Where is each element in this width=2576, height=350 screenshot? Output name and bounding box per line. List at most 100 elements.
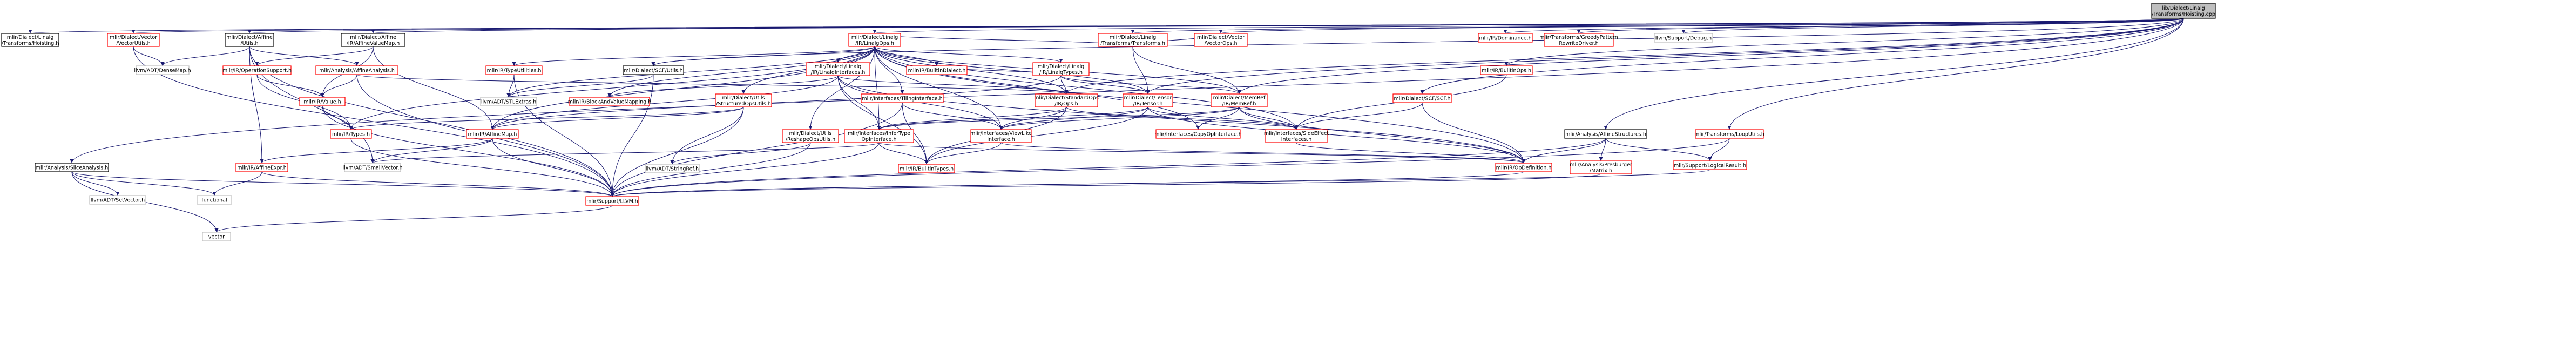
node-n_affine_utils[interactable]: mlir/Dialect/Affine/Utils.h bbox=[225, 33, 274, 47]
node-n_hoisting_h[interactable]: mlir/Dialect/Linalg/Transforms/Hoisting.… bbox=[1, 33, 59, 47]
node-box bbox=[341, 33, 405, 47]
edge-root-to-n_scf_utils bbox=[651, 18, 2184, 66]
node-n_std_ops[interactable]: mlir/Dialect/StandardOps/IR/Ops.h bbox=[1034, 93, 1099, 107]
node-n_loop_utils[interactable]: mlir/Transforms/LoopUtils.h bbox=[1694, 129, 1764, 139]
edge-n_op_definition-to-n_llvm bbox=[611, 171, 1524, 197]
node-n_linalg_types[interactable]: mlir/Dialect/Linalg/IR/LinalgTypes.h bbox=[1032, 62, 1090, 76]
edge-n_tensor-to-n_view_like bbox=[999, 106, 1148, 130]
edge-n_linalg_types-to-n_std_ops bbox=[1060, 75, 1069, 95]
edge-n_affine_structures-to-n_presburger bbox=[1599, 138, 1606, 161]
node-n_greedy[interactable]: mlir/Transforms/GreedyPatternRewriteDriv… bbox=[1539, 33, 1618, 47]
node-label-line: mlir/Dialect/Utils bbox=[789, 131, 832, 137]
node-label-line: vector bbox=[208, 234, 225, 240]
node-n_llvm[interactable]: mlir/Support/LLVM.h bbox=[585, 196, 639, 206]
node-n_tiling_interface[interactable]: mlir/Interfaces/TilingInterface.h bbox=[861, 93, 944, 103]
edge-n_linalg_ops-to-n_reshape_ops_utils bbox=[808, 46, 875, 130]
edge-n_affine_utils-to-n_llvm bbox=[249, 46, 614, 197]
edge-n_linalg_types-to-n_tensor bbox=[1060, 75, 1150, 95]
node-n_vector_utils[interactable]: mlir/Dialect/Vector/VectorUtils.h bbox=[107, 33, 160, 47]
edge-n_memref-to-n_op_definition bbox=[1239, 106, 1526, 164]
node-n_affine_value_map[interactable]: mlir/Dialect/Affine/IR/AffineValueMap.h bbox=[341, 33, 405, 47]
edge-n_vector_utils-to-n_llvm bbox=[133, 46, 614, 197]
node-n_types_utilities[interactable]: mlir/IR/TypeUtilities.h bbox=[485, 65, 543, 75]
node-n_op_definition[interactable]: mlir/IR/OpDefinition.h bbox=[1495, 163, 1552, 172]
edge-n_affine_expr-to-n_functional bbox=[212, 171, 262, 196]
node-label-line: mlir/IR/BuiltinDialect.h bbox=[908, 68, 966, 74]
node-n_debug[interactable]: llvm/Support/Debug.h bbox=[1654, 33, 1713, 43]
node-box bbox=[1673, 160, 1747, 170]
node-label-line: /IR/LinalgInterfaces.h bbox=[811, 70, 866, 76]
edge-root-to-n_std_ops bbox=[1064, 18, 2184, 95]
node-box bbox=[330, 129, 372, 139]
node-n_slice_analysis[interactable]: mlir/Analysis/SliceAnalysis.h bbox=[35, 163, 109, 172]
node-n_op_support[interactable]: mlir/IR/OperationSupport.h bbox=[222, 65, 292, 75]
node-box bbox=[1032, 62, 1090, 76]
node-n_copy_op[interactable]: mlir/Interfaces/CopyOpInterface.h bbox=[1154, 129, 1242, 139]
node-n_builtin_types[interactable]: mlir/IR/BuiltinTypes.h bbox=[898, 164, 955, 173]
node-n_value[interactable]: mlir/IR/Value.h bbox=[299, 97, 346, 106]
node-label-line: RewriteDriver.h bbox=[1559, 41, 1598, 46]
node-box bbox=[1392, 93, 1452, 103]
node-n_affine_analysis[interactable]: mlir/Analysis/AffineAnalysis.h bbox=[315, 65, 398, 75]
node-n_structured_ops_utils[interactable]: mlir/Dialect/Utils/StructuredOpsUtils.h bbox=[715, 93, 772, 107]
node-n_affine_structures[interactable]: mlir/Analysis/AffineStructures.h bbox=[1564, 129, 1647, 139]
node-n_scf[interactable]: mlir/Dialect/SCF/SCF.h bbox=[1392, 93, 1452, 103]
edge-n_linalg_types-to-n_memref bbox=[1060, 75, 1241, 95]
node-n_dominance[interactable]: mlir/IR/Dominance.h bbox=[1478, 33, 1533, 43]
edge-n_vector_utils-to-n_dense_map bbox=[133, 46, 165, 66]
node-n_string_ref[interactable]: llvm/ADT/StringRef.h bbox=[645, 164, 700, 173]
node-n_linalg_interfaces[interactable]: mlir/Dialect/Linalg/IR/LinalgInterfaces.… bbox=[806, 62, 870, 76]
node-n_builtin_ops[interactable]: mlir/IR/BuiltinOps.h bbox=[1480, 65, 1533, 75]
node-label-line: mlir/Support/LLVM.h bbox=[586, 199, 638, 205]
node-label-line: mlir/Dialect/Utils bbox=[722, 95, 765, 101]
node-label-line: llvm/ADT/SetVector.h bbox=[91, 198, 145, 204]
node-n_tensor[interactable]: mlir/Dialect/Tensor/IR/Tensor.h bbox=[1123, 93, 1173, 107]
edge-n_infer_type-to-n_llvm bbox=[610, 142, 880, 197]
node-label-line: llvm/ADT/StringRef.h bbox=[646, 166, 699, 172]
node-n_affine_expr[interactable]: mlir/IR/AffineExpr.h bbox=[235, 163, 288, 172]
edge-n_slice_analysis-to-n_set_vector bbox=[71, 171, 120, 196]
node-label-line: mlir/Dialect/Tensor bbox=[1124, 95, 1172, 101]
node-n_builtin_dialect[interactable]: mlir/IR/BuiltinDialect.h bbox=[906, 65, 968, 75]
node-n_types[interactable]: mlir/IR/Types.h bbox=[330, 129, 372, 139]
node-label-line: mlir/Transforms/GreedyPattern bbox=[1539, 35, 1618, 41]
node-n_ist_extras[interactable]: llvm/ADT/STLExtras.h bbox=[480, 97, 537, 106]
node-n_linalg_transforms[interactable]: mlir/Dialect/Linalg/Transforms/Transform… bbox=[1098, 33, 1168, 47]
node-box bbox=[235, 163, 288, 172]
node-n_logical_result[interactable]: mlir/Support/LogicalResult.h bbox=[1673, 160, 1747, 170]
node-label-line: mlir/Analysis/AffineStructures.h bbox=[1565, 132, 1646, 138]
node-n_set_vector[interactable]: llvm/ADT/SetVector.h bbox=[89, 195, 146, 205]
edge-n_linalg_ops-to-n_tensor bbox=[874, 46, 1150, 95]
edge-n_tiling_interface-to-n_view_like bbox=[902, 102, 1003, 130]
node-n_affine_map[interactable]: mlir/IR/AffineMap.h bbox=[466, 129, 519, 139]
node-n_linalg_ops[interactable]: mlir/Dialect/Linalg/IR/LinalgOps.h bbox=[848, 33, 901, 47]
node-label-line: mlir/Dialect/MemRef bbox=[1213, 95, 1266, 101]
node-box bbox=[225, 33, 274, 47]
node-n_memref[interactable]: mlir/Dialect/MemRef/IR/MemRef.h bbox=[1211, 93, 1268, 107]
edge-root-to-n_tensor bbox=[1146, 18, 2184, 95]
node-label-line: mlir/IR/OperationSupport.h bbox=[222, 68, 292, 74]
node-n_scf_utils[interactable]: mlir/Dialect/SCF/Utils.h bbox=[623, 65, 684, 75]
node-n_dense_map[interactable]: llvm/ADT/DenseMap.h bbox=[134, 65, 191, 75]
node-n_functional[interactable]: functional bbox=[197, 195, 232, 205]
edge-n_linalg_interfaces-to-n_infer_type bbox=[837, 75, 881, 130]
node-n_small_vector[interactable]: llvm/ADT/SmallVector.h bbox=[343, 163, 403, 172]
edge-n_value-to-n_llvm bbox=[322, 105, 614, 197]
node-n_vector_ops[interactable]: mlir/Dialect/Vector/VectorOps.h bbox=[1194, 33, 1248, 47]
node-box bbox=[806, 62, 870, 76]
node-box bbox=[1695, 129, 1764, 139]
node-n_reshape_ops_utils[interactable]: mlir/Dialect/Utils/ReshapeOpsUtils.h bbox=[782, 129, 839, 143]
node-label-line: /IR/MemRef.h bbox=[1222, 101, 1256, 107]
edge-n_linalg_ops-to-n_std_ops bbox=[874, 46, 1069, 95]
node-box bbox=[89, 195, 146, 205]
edge-n_tiling_interface-to-n_builtin_types bbox=[902, 102, 929, 165]
edge-n_linalg_ops-to-n_scf_utils bbox=[651, 46, 875, 66]
node-box bbox=[1035, 93, 1098, 107]
node-box bbox=[1654, 33, 1713, 43]
node-n_vector[interactable]: vector bbox=[202, 232, 231, 241]
node-n_presburger[interactable]: mlir/Analysis/Presburger/Matrix.h bbox=[1570, 160, 1632, 174]
node-n_block_value_mapping[interactable]: mlir/IR/BlockAndValueMapping.h bbox=[568, 97, 651, 106]
